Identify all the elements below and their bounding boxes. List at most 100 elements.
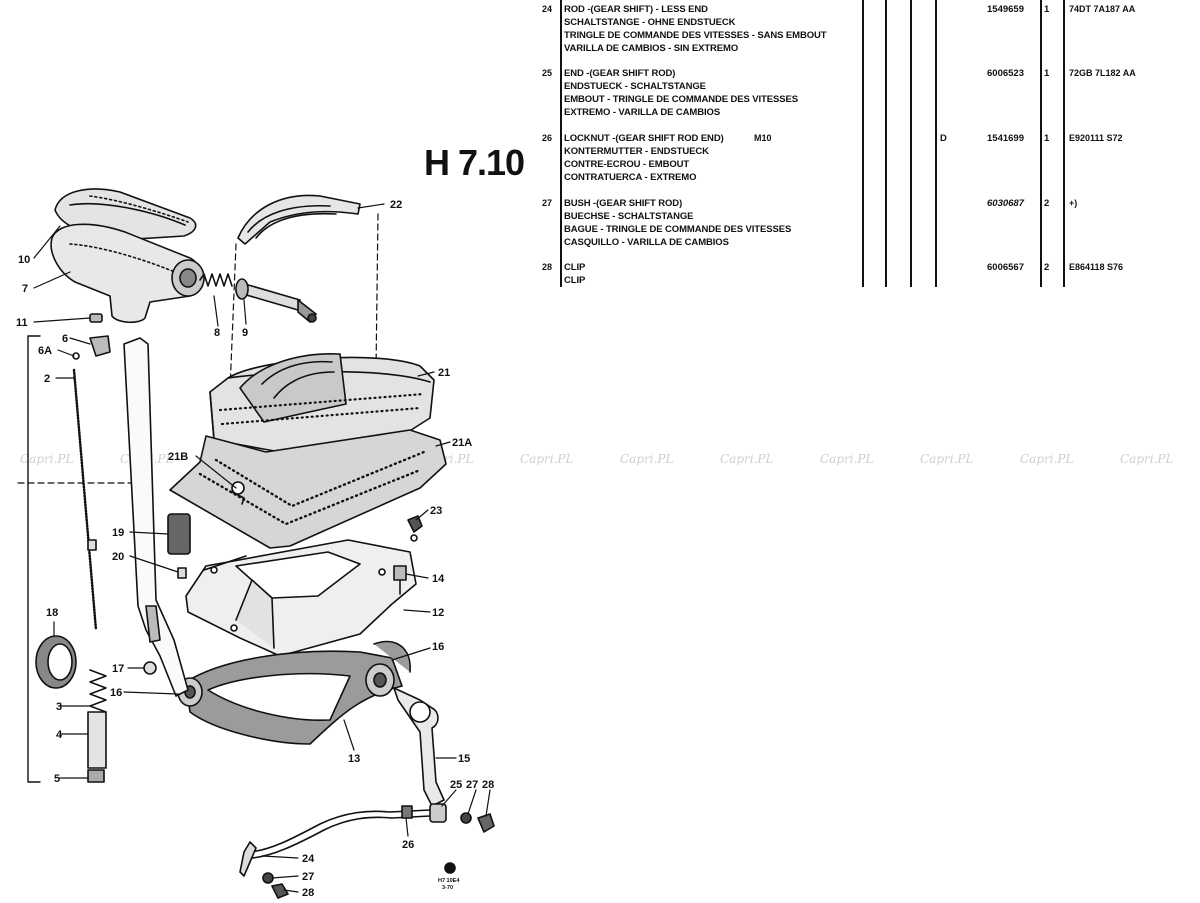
engineering-reference: 74DT 7A187 AA — [1069, 4, 1136, 14]
indicator-strip — [237, 194, 361, 245]
watermark: Capri.PL — [520, 452, 574, 466]
watermark: Capri.PL — [720, 452, 774, 466]
callout: 14 — [432, 573, 445, 585]
watermark: Capri.PL — [820, 452, 874, 466]
bolt — [393, 565, 407, 595]
callout: 19 — [112, 527, 124, 539]
quantity: 1 — [1044, 133, 1050, 144]
cable — [72, 368, 98, 632]
washer — [143, 661, 157, 675]
console-housing — [209, 353, 435, 453]
callout: 15 — [458, 753, 470, 765]
callout: 24 — [302, 853, 315, 865]
quantity: 1 — [1044, 68, 1050, 79]
part-number: 1549659 — [987, 4, 1024, 15]
part-number: 6030687 — [987, 198, 1024, 209]
callout: 20 — [112, 551, 124, 563]
callout: 10 — [18, 254, 30, 266]
callout: 23 — [430, 505, 442, 517]
console-lower-housing — [169, 429, 447, 549]
engineering-reference: 72GB 7L182 AA — [1069, 68, 1136, 78]
exploded-diagram: 10 7 11 8 9 22 6 6A 2 21 21A 21B 23 19 2… — [16, 188, 495, 899]
stamp-dot — [444, 862, 456, 874]
callout: 16 — [110, 687, 122, 699]
watermark: Capri.PL — [1020, 452, 1074, 466]
table-divider — [560, 0, 562, 287]
callout: 9 — [242, 327, 248, 339]
callout: 28 — [302, 887, 314, 899]
selector-gate — [185, 650, 403, 745]
part-description: LOCKNUT -(GEAR SHIFT ROD END) KONTERMUTT… — [564, 133, 724, 183]
position-number: 25 — [541, 68, 552, 78]
callout: 21A — [452, 437, 472, 449]
callout: 7 — [22, 283, 28, 295]
table-divider — [910, 0, 912, 287]
callout: 28 — [482, 779, 494, 791]
gear-shift-rod — [239, 809, 431, 877]
assembly-guide-lines — [17, 213, 379, 484]
part-number: 6006567 — [987, 262, 1024, 273]
callout: 2 — [44, 373, 50, 385]
quantity: 2 — [1044, 262, 1050, 273]
callout: 13 — [348, 753, 360, 765]
table-divider — [885, 0, 887, 287]
callout: 4 — [56, 729, 63, 741]
callout: 25 — [450, 779, 462, 791]
callout: 18 — [46, 607, 58, 619]
bush-and-clip-lower — [262, 872, 289, 899]
seal-ring — [35, 635, 77, 689]
callout: 11 — [16, 317, 28, 329]
callout: 17 — [112, 663, 124, 675]
callout: 6 — [62, 333, 68, 345]
position-number: 27 — [541, 198, 552, 208]
position-number: 26 — [541, 133, 552, 143]
callout: 6A — [38, 345, 52, 357]
sleeve — [87, 711, 107, 769]
thread-size: M10 — [754, 133, 772, 143]
quantity: 1 — [1044, 4, 1050, 15]
lamp-holder — [231, 481, 245, 505]
cable-clip — [72, 335, 111, 360]
callout: 27 — [466, 779, 478, 791]
section-title: H 7.10 — [424, 142, 525, 183]
watermark: Capri.PL — [20, 452, 74, 466]
bush-right — [365, 640, 411, 697]
switch — [167, 513, 191, 555]
table-divider — [1040, 0, 1042, 287]
callout: 21 — [438, 367, 450, 379]
connector — [177, 567, 187, 579]
callout: 16 — [432, 641, 444, 653]
part-description: END -(GEAR SHIFT ROD) ENDSTUECK - SCHALT… — [564, 68, 798, 118]
bush-and-clip-right — [460, 812, 495, 833]
engineering-reference: E864118 S76 — [1069, 262, 1124, 272]
part-description: CLIP CLIP — [564, 262, 586, 286]
watermark: Capri.PL — [1120, 452, 1174, 466]
parts-table: 24 ROD -(GEAR SHIFT) - LESS END SCHALTST… — [532, 0, 1200, 290]
callout: 3 — [56, 701, 62, 713]
part-description: BUSH -(GEAR SHIFT ROD) BUECHSE - SCHALTS… — [564, 198, 792, 248]
base-plate — [185, 539, 417, 664]
spring — [199, 273, 233, 287]
pin — [89, 313, 103, 323]
gear-knob — [50, 223, 205, 324]
part-number: 6006523 — [987, 68, 1024, 79]
watermark: Capri.PL — [920, 452, 974, 466]
leader-lines — [33, 203, 491, 893]
position-number: 24 — [541, 4, 552, 14]
callout: 22 — [390, 199, 402, 211]
table-divider — [1063, 0, 1065, 287]
part-description: ROD -(GEAR SHIFT) - LESS END SCHALTSTANG… — [564, 4, 827, 54]
assembly-bracket — [27, 335, 41, 783]
rod-end — [429, 803, 447, 823]
part-number: 1541699 — [987, 133, 1024, 144]
bulb — [407, 515, 423, 542]
part-code: D — [940, 133, 947, 144]
watermark: Capri.PL — [620, 452, 674, 466]
svg-text:H7 10E4: H7 10E4 — [438, 878, 460, 884]
locknut — [401, 805, 413, 819]
return-spring — [89, 669, 107, 713]
table-divider — [935, 0, 937, 287]
plunger — [235, 278, 317, 323]
table-divider — [862, 0, 864, 287]
quantity: 2 — [1044, 198, 1050, 209]
